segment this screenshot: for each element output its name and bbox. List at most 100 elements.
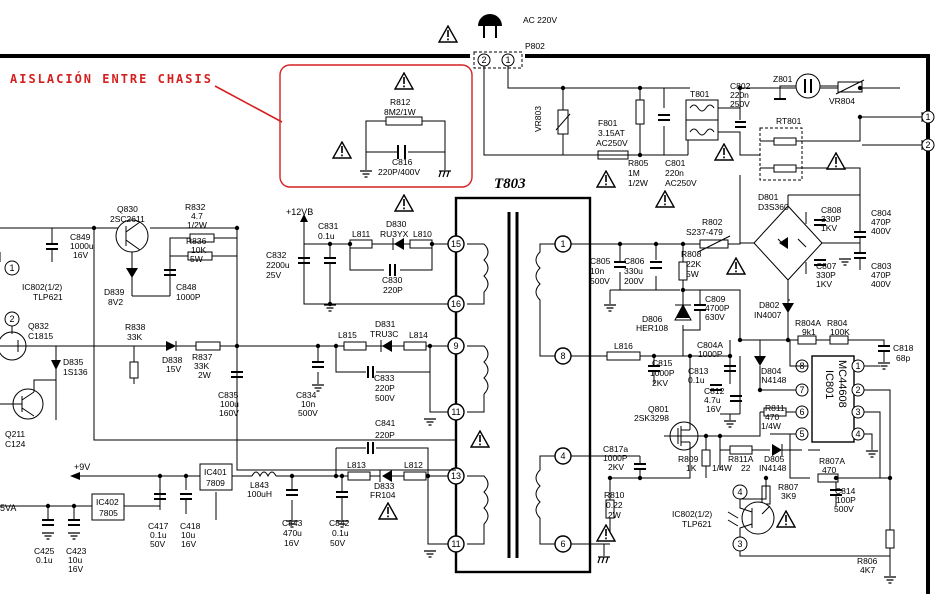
svg-text:6: 6 bbox=[799, 407, 804, 417]
c835-capacitor bbox=[231, 371, 243, 378]
q830-transistor bbox=[115, 219, 149, 253]
l812-ref: L812 bbox=[404, 460, 423, 470]
c802-value: 220n bbox=[730, 90, 749, 100]
r836-power: 5W bbox=[190, 254, 203, 264]
v12-arrow bbox=[300, 214, 308, 222]
svg-text:16: 16 bbox=[451, 299, 461, 309]
c806-ref: C806 bbox=[624, 256, 645, 266]
r811-value: 470 bbox=[765, 412, 779, 422]
c815-voltage: 2KV bbox=[652, 378, 668, 388]
c804-value: 470P bbox=[871, 217, 891, 227]
q830-ref: Q830 bbox=[117, 204, 138, 214]
rt801-package bbox=[759, 127, 803, 181]
rt801-wiring bbox=[760, 117, 861, 195]
c801-voltage: AC250V bbox=[665, 178, 697, 188]
c815-capacitor bbox=[648, 365, 660, 372]
r832-resistor bbox=[189, 233, 215, 243]
svg-text:2: 2 bbox=[855, 385, 860, 395]
l810-ref: L810 bbox=[413, 229, 432, 239]
f801-rating: 3.15AT bbox=[598, 128, 625, 138]
ic401-ref: IC401 bbox=[204, 467, 227, 477]
ic802b-pin-4-label: 4 bbox=[737, 487, 742, 497]
d805-ref: D805 bbox=[764, 454, 785, 464]
d833-diode bbox=[382, 470, 392, 482]
d801-center-diode bbox=[779, 237, 788, 249]
d833-part: FR104 bbox=[370, 490, 396, 500]
r805-resistor bbox=[635, 99, 645, 125]
c807-voltage: 1KV bbox=[816, 279, 832, 289]
c423-capacitor bbox=[68, 519, 80, 526]
v9-label: +9V bbox=[74, 462, 90, 472]
warning-icon bbox=[332, 141, 352, 159]
c842-value: 0.1u bbox=[332, 528, 349, 538]
r838-value: 33K bbox=[127, 332, 142, 342]
c842-ref: C842 bbox=[329, 518, 350, 528]
c806-capacitor bbox=[650, 261, 662, 269]
c818-capacitor bbox=[878, 345, 890, 352]
c808-voltage: 1KV bbox=[821, 223, 837, 233]
svg-text:9: 9 bbox=[453, 341, 458, 351]
c817a-voltage: 2KV bbox=[608, 462, 624, 472]
d805-part: IN4148 bbox=[759, 463, 787, 473]
c843-capacitor bbox=[286, 489, 298, 496]
r837-ref: R837 bbox=[192, 352, 213, 362]
primary-wiring bbox=[571, 175, 741, 340]
d802-diode bbox=[782, 303, 794, 313]
r804a-ref: R804A bbox=[795, 318, 821, 328]
svg-text:8: 8 bbox=[560, 351, 565, 361]
q211-part: C124 bbox=[5, 439, 26, 449]
svg-text:5: 5 bbox=[799, 429, 804, 439]
ic801-part: MC44608 bbox=[836, 360, 848, 408]
c806-value: 330u bbox=[624, 266, 643, 276]
chassis-boundary bbox=[0, 54, 930, 594]
gate-wiring bbox=[664, 412, 770, 478]
c418-voltage: 16V bbox=[181, 539, 196, 549]
c835-ref: C835 bbox=[218, 390, 239, 400]
ground-icon bbox=[423, 550, 437, 558]
c831-capacitor bbox=[324, 257, 336, 264]
junction-dots bbox=[45, 85, 893, 509]
c418-capacitor bbox=[180, 493, 192, 500]
r810-ref: R810 bbox=[604, 490, 625, 500]
r804-resistor bbox=[829, 335, 849, 345]
c841-ref: C841 bbox=[375, 418, 396, 428]
ic802a-pin-1-label: 1 bbox=[9, 263, 14, 273]
c812-value: 4.7u bbox=[704, 395, 721, 405]
c832-value: 2200u bbox=[266, 260, 290, 270]
t803-winding-15-16 bbox=[467, 243, 489, 305]
l815-ref: L815 bbox=[338, 330, 357, 340]
c813-value: 0.1u bbox=[688, 375, 705, 385]
connector-pin-2-label: 2 bbox=[925, 140, 930, 150]
c833-capacitor bbox=[367, 366, 374, 378]
p802-pin-1-label: 1 bbox=[505, 55, 510, 65]
svg-text:1: 1 bbox=[855, 361, 860, 371]
svg-text:11: 11 bbox=[451, 539, 460, 549]
t803-title: T803 bbox=[494, 176, 526, 192]
z801-gap-plates bbox=[804, 79, 812, 93]
l816-inductor bbox=[606, 351, 641, 361]
d806-ref: D806 bbox=[642, 314, 663, 324]
c816-capacitor bbox=[397, 145, 406, 159]
c834-value: 10n bbox=[301, 399, 315, 409]
q801-part: 2SK3298 bbox=[634, 413, 669, 423]
l816-ref: L816 bbox=[614, 341, 633, 351]
p802-pin-2-label: 2 bbox=[481, 55, 486, 65]
d838-diode bbox=[166, 341, 176, 351]
ic802b-light-arrows bbox=[727, 511, 739, 527]
r805-ref: R805 bbox=[628, 158, 649, 168]
d838-ref: D838 bbox=[162, 355, 183, 365]
r838-resistor bbox=[129, 361, 139, 379]
vr803-slash bbox=[555, 113, 571, 131]
ic402-ref: IC402 bbox=[96, 497, 119, 507]
r837-resistor bbox=[195, 341, 221, 351]
ic802b-ref: IC802(1/2) bbox=[672, 509, 712, 519]
ic802a-feedback-wire bbox=[93, 228, 456, 441]
ground-icon bbox=[838, 258, 852, 266]
c849-value: 1000u bbox=[70, 241, 94, 251]
ground-icon bbox=[603, 304, 617, 312]
d831-diode bbox=[382, 340, 392, 352]
ic802a-pin-1 bbox=[4, 260, 20, 276]
r807-ref: R807 bbox=[778, 482, 799, 492]
c835-value: 100u bbox=[220, 399, 239, 409]
r832-power: 1/2W bbox=[187, 220, 207, 230]
